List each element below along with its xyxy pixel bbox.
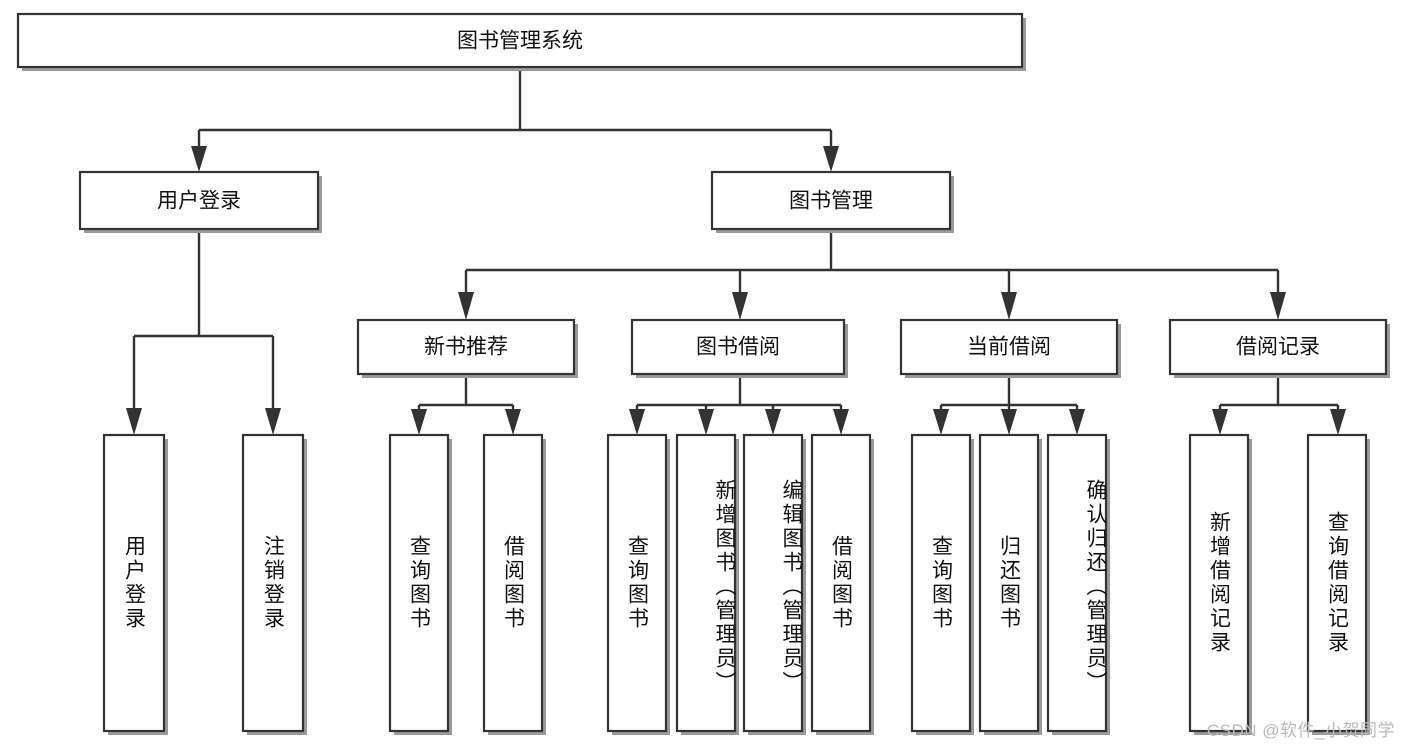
connector-group-new-book-to-leaves xyxy=(411,375,521,435)
arrow-root-to-book-mgmt xyxy=(823,146,839,172)
node-leaf-borrow-book-1-rect xyxy=(482,433,544,733)
node-user-login-rect xyxy=(78,170,320,231)
connector-group-current-borrow-to-leaves xyxy=(933,375,1085,435)
connector-group-user-login-to-leaves xyxy=(126,233,281,435)
node-book-management-rect xyxy=(710,170,952,231)
arrow-book-borrow-leaf3 xyxy=(765,409,781,435)
node-leaf-query-book-1-rect xyxy=(388,433,450,733)
node-root-label: 图书管理系统 xyxy=(457,30,583,53)
node-leaf-logout[interactable] xyxy=(241,433,307,735)
node-user-login-label: 用户登录 xyxy=(157,190,241,213)
node-leaf-borrow-book-1[interactable] xyxy=(482,433,546,735)
arrow-book-borrow-leaf1 xyxy=(629,409,645,435)
node-book-borrow-rect xyxy=(630,318,846,376)
node-leaf-add-borrow-record-rect xyxy=(1188,433,1250,733)
node-book-borrow-label: 图书借阅 xyxy=(696,336,780,359)
node-borrow-record-rect xyxy=(1168,318,1388,376)
node-new-book-recommend[interactable]: 新书推荐 xyxy=(356,318,578,378)
arrow-current-borrow-leaf1 xyxy=(933,409,949,435)
node-user-login[interactable]: 用户登录 xyxy=(78,170,322,233)
node-borrow-record[interactable]: 借阅记录 xyxy=(1168,318,1390,378)
node-leaf-borrow-book-2[interactable] xyxy=(810,433,874,735)
node-leaf-query-book-2-rect xyxy=(606,433,668,733)
node-leaf-query-book-3[interactable] xyxy=(910,433,974,735)
node-leaf-return-book[interactable] xyxy=(978,433,1042,735)
node-book-management[interactable]: 图书管理 xyxy=(710,170,954,233)
node-leaf-logout-rect xyxy=(241,433,305,733)
node-leaf-query-book-2[interactable] xyxy=(606,433,670,735)
arrow-new-book-leaf1 xyxy=(411,409,427,435)
node-root-rect xyxy=(16,12,1024,69)
arrow-book-mgmt-to-book-borrow xyxy=(732,292,748,320)
node-leaf-user-login[interactable] xyxy=(102,433,168,735)
node-leaf-confirm-return-rect xyxy=(1046,433,1108,733)
arrow-current-borrow-leaf3 xyxy=(1069,409,1085,435)
node-leaf-confirm-return[interactable] xyxy=(1046,433,1110,735)
arrow-user-login-leaf2 xyxy=(265,408,281,435)
node-current-borrow-rect xyxy=(899,318,1119,376)
node-leaf-add-book-rect xyxy=(675,433,737,733)
arrow-book-mgmt-to-new-book xyxy=(458,292,474,320)
node-leaf-query-borrow-record[interactable] xyxy=(1306,433,1370,735)
node-new-book-recommend-label: 新书推荐 xyxy=(424,336,508,359)
node-current-borrow[interactable]: 当前借阅 xyxy=(899,318,1121,378)
arrow-current-borrow-leaf2 xyxy=(1001,409,1017,435)
arrow-book-borrow-leaf4 xyxy=(833,409,849,435)
node-leaf-edit-book[interactable] xyxy=(742,433,806,735)
node-leaf-edit-book-rect xyxy=(742,433,804,733)
arrow-book-mgmt-to-borrow-record xyxy=(1270,292,1286,320)
arrow-borrow-record-leaf2 xyxy=(1330,409,1346,435)
node-book-borrow[interactable]: 图书借阅 xyxy=(630,318,848,378)
node-leaf-user-login-rect xyxy=(102,433,166,733)
arrow-root-to-user-login xyxy=(191,146,207,172)
node-book-management-label: 图书管理 xyxy=(789,190,873,213)
csdn-watermark: CSDN @软件_小贺同学 xyxy=(1206,721,1395,740)
arrow-user-login-leaf1 xyxy=(126,408,142,435)
arrow-new-book-leaf2 xyxy=(505,409,521,435)
node-leaf-borrow-book-2-rect xyxy=(810,433,872,733)
node-leaf-add-borrow-record[interactable] xyxy=(1188,433,1252,735)
node-current-borrow-label: 当前借阅 xyxy=(967,336,1051,359)
node-borrow-record-label: 借阅记录 xyxy=(1236,336,1320,359)
connector-group-book-mgmt-to-level3 xyxy=(458,233,1286,320)
node-leaf-add-book[interactable] xyxy=(675,433,739,735)
connector-group-book-borrow-to-leaves xyxy=(629,375,849,435)
arrow-book-mgmt-to-current-borrow xyxy=(1001,292,1017,320)
node-leaf-query-book-3-rect xyxy=(910,433,972,733)
connector-group-root-to-level2 xyxy=(191,68,839,172)
node-root-system[interactable]: 图书管理系统 xyxy=(16,12,1026,71)
node-new-book-recommend-rect xyxy=(356,318,576,376)
node-leaf-return-book-rect xyxy=(978,433,1040,733)
arrow-borrow-record-leaf1 xyxy=(1212,409,1228,435)
node-leaf-query-book-1[interactable] xyxy=(388,433,452,735)
connector-group-borrow-record-to-leaves xyxy=(1212,375,1346,435)
node-leaf-query-borrow-record-rect xyxy=(1306,433,1368,733)
arrow-book-borrow-leaf2 xyxy=(698,409,714,435)
